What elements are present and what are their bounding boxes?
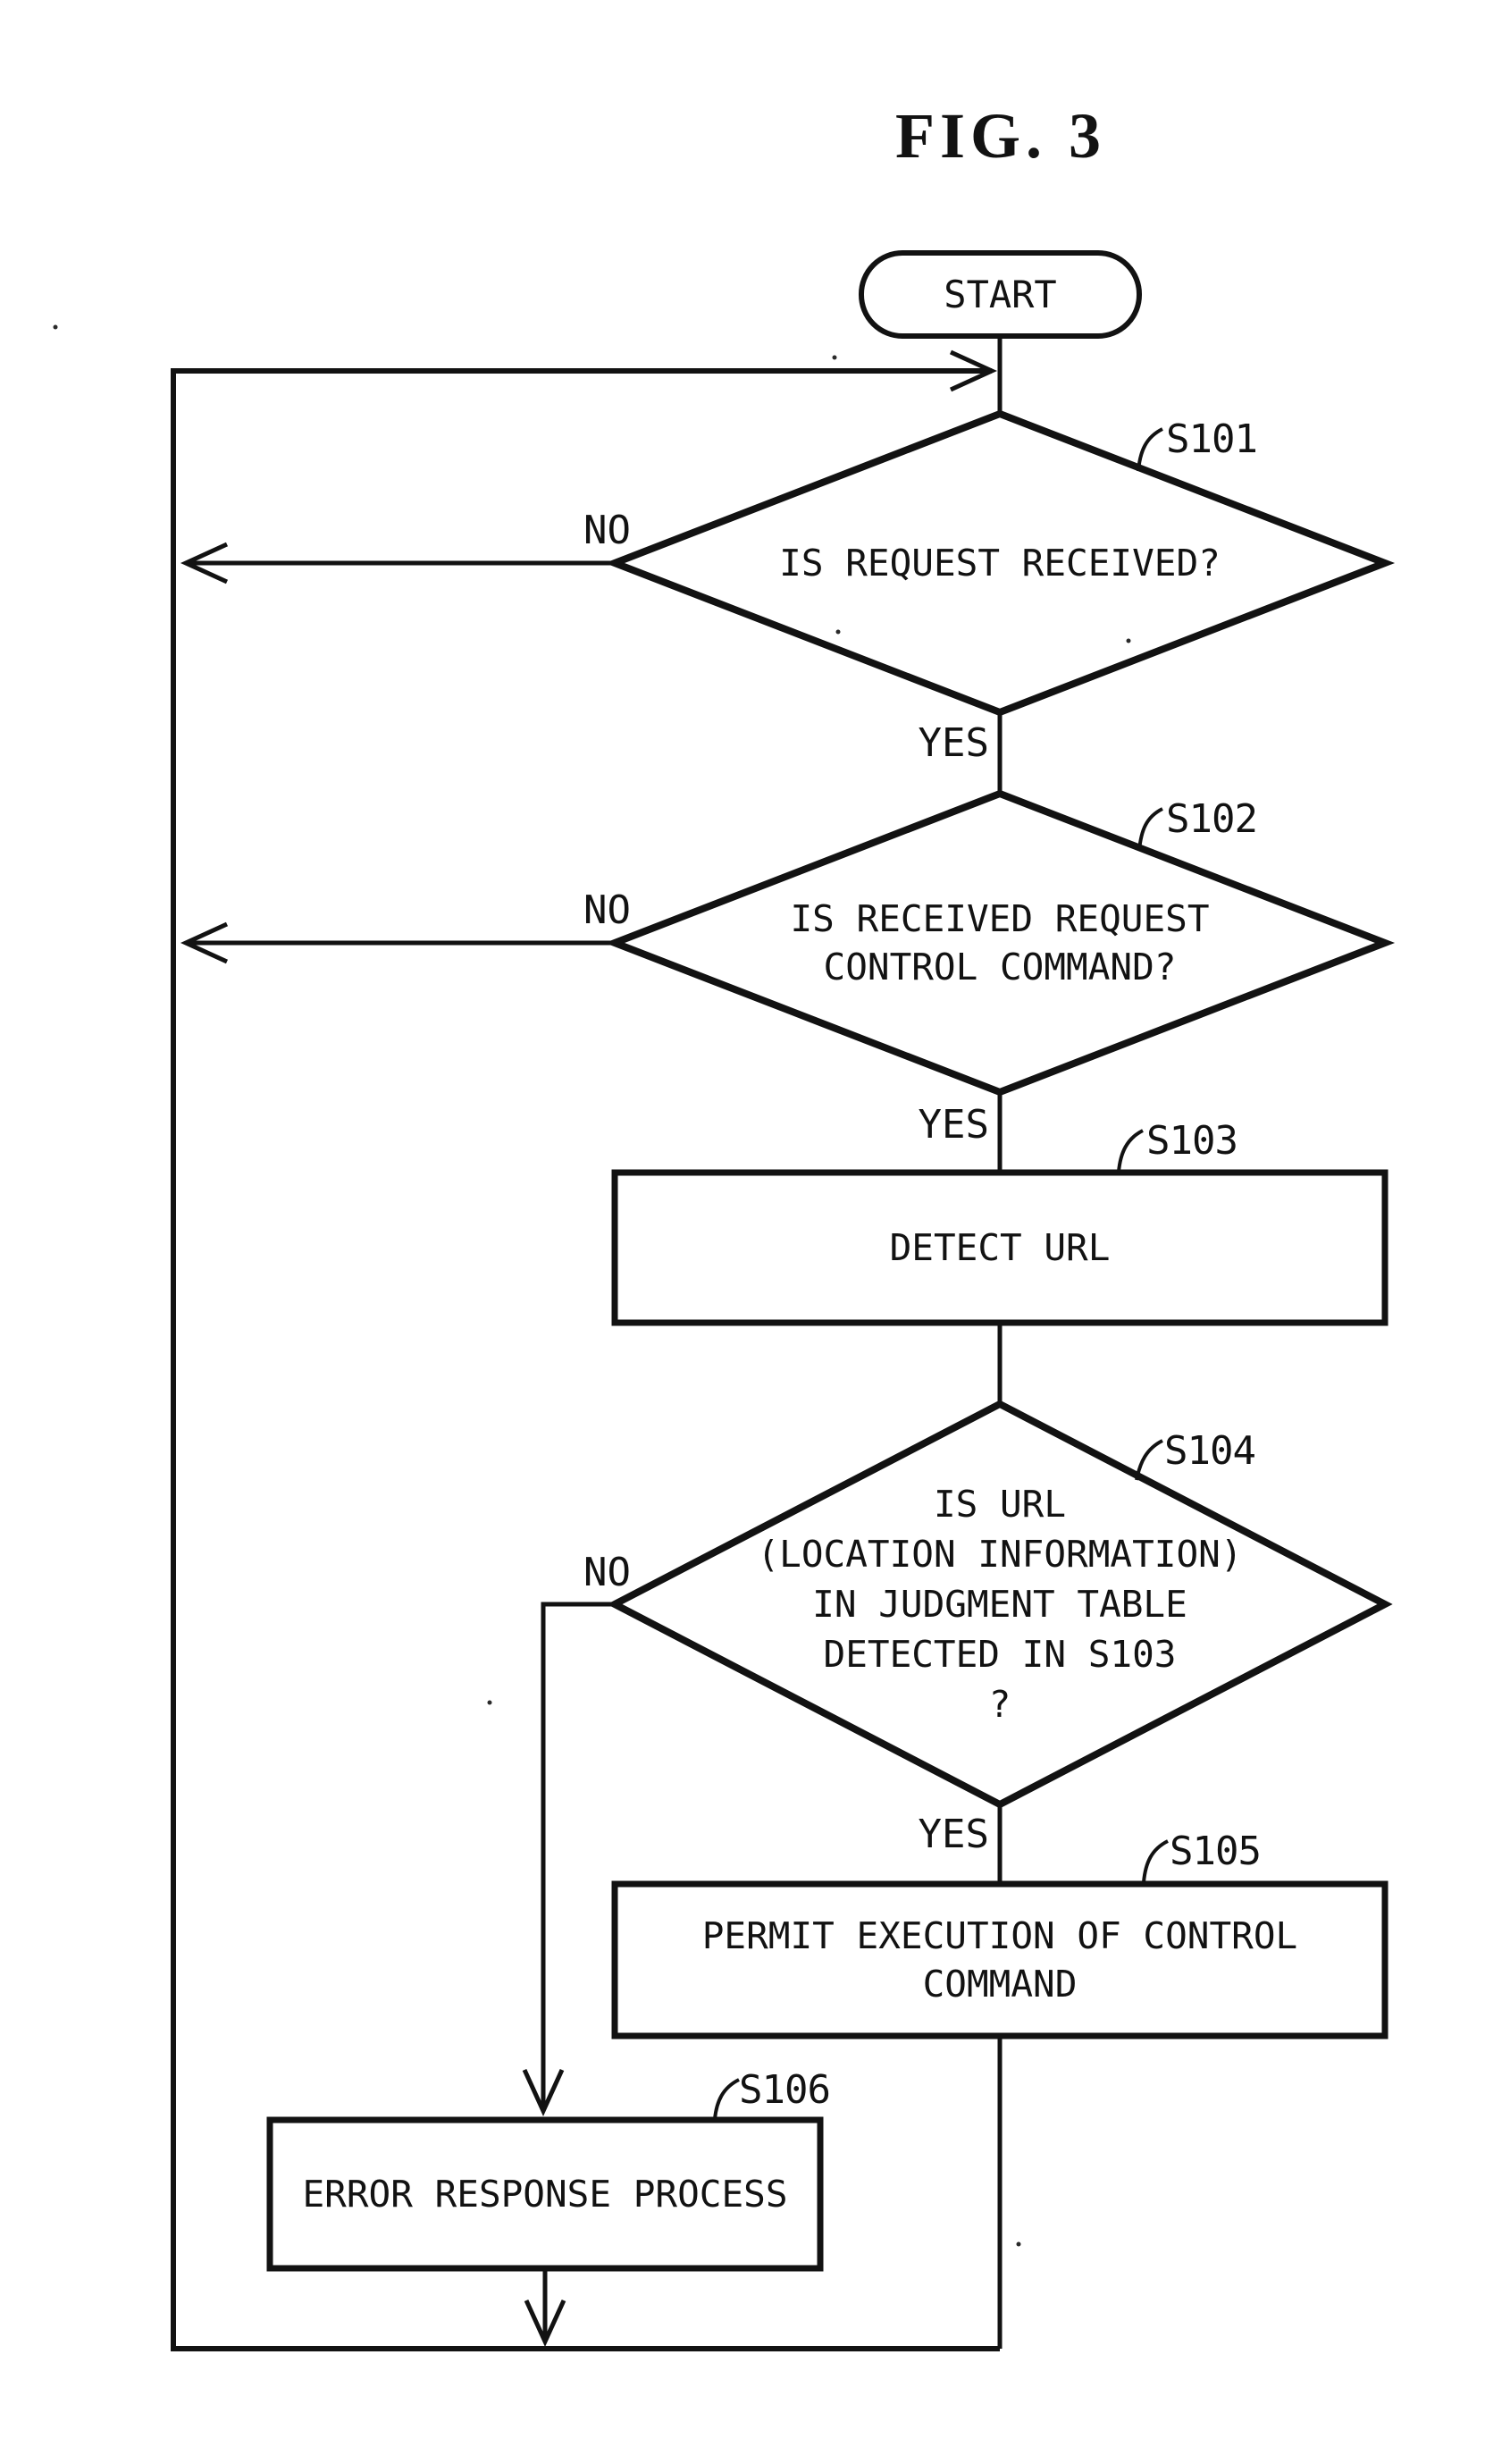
- leader-s104: [1135, 1439, 1163, 1481]
- process-s103-shape: [611, 1169, 1389, 1326]
- leader-lines: [713, 427, 1169, 2120]
- figure-title: FIG. 3: [894, 100, 1106, 172]
- step-label-s106: S106: [739, 2067, 831, 2113]
- connector-s102-no: [180, 921, 617, 964]
- decision-s102-line2: CONTROL COMMAND?: [823, 946, 1177, 988]
- step-label-s103: S103: [1146, 1118, 1238, 1164]
- leader-s102: [1137, 807, 1163, 852]
- process-s105-text: PERMIT EXECUTION OF CONTROL COMMAND: [615, 1884, 1385, 2036]
- process-s105-line2: COMMAND: [922, 1963, 1078, 2006]
- decision-s102-line1: IS RECEIVED REQUEST: [790, 897, 1210, 940]
- arrowhead-s101-no: [180, 542, 229, 584]
- decision-s104-line4: DETECTED IN S103: [823, 1633, 1177, 1676]
- leader-s101: [1137, 427, 1163, 472]
- step-label-s102: S102: [1166, 796, 1258, 842]
- branch-label-s104-no: NO: [583, 1550, 631, 1595]
- branch-label-s104-yes: YES: [918, 1812, 989, 1857]
- arrowhead-into-main-axis: [949, 349, 998, 392]
- decision-s104-text: IS URL (LOCATION INFORMATION) IN JUDGMEN…: [615, 1479, 1385, 1729]
- connector-s104-no-to-s106: [522, 1602, 618, 2117]
- scan-noise: [53, 324, 1131, 2247]
- start-terminator-shape: [859, 250, 1142, 339]
- feedback-loop-rail: [171, 368, 1000, 2351]
- decision-s104-line5: ?: [988, 1683, 1011, 1726]
- leader-s105: [1142, 1839, 1169, 1883]
- arrowhead-s102-no: [180, 921, 229, 964]
- decision-s101-text: IS REQUEST RECEIVED?: [779, 542, 1221, 584]
- leader-s103: [1117, 1129, 1144, 1173]
- arrowhead-into-merge-line: [524, 2299, 566, 2348]
- step-label-s104: S104: [1164, 1428, 1256, 1474]
- decision-s104-line2: (LOCATION INFORMATION): [757, 1533, 1243, 1576]
- branch-label-s101-yes: YES: [918, 720, 989, 766]
- connector-s101-no: [180, 542, 617, 584]
- decision-s102-text: IS RECEIVED REQUEST CONTROL COMMAND?: [615, 895, 1385, 991]
- decision-s104-shape: [607, 1400, 1393, 1809]
- connector-s106-to-merge: [524, 2268, 566, 2348]
- process-s105-shape: [611, 1880, 1389, 2039]
- decision-s104-line3: IN JUDGMENT TABLE: [812, 1583, 1187, 1626]
- branch-label-s102-no: NO: [583, 887, 631, 933]
- leader-s106: [713, 2078, 740, 2120]
- branch-label-s101-no: NO: [583, 508, 631, 553]
- decision-s102-shape: [604, 789, 1396, 1097]
- decision-s104-line1: IS URL: [933, 1483, 1067, 1526]
- process-s105-line1: PERMIT EXECUTION OF CONTROL: [701, 1914, 1298, 1957]
- arrowhead-into-s106: [522, 2068, 565, 2117]
- start-terminator-label: START: [944, 272, 1057, 316]
- process-s106-shape: [266, 2116, 824, 2272]
- decision-s101-shape: [604, 409, 1396, 717]
- branch-label-s102-yes: YES: [918, 1102, 989, 1148]
- step-label-s105: S105: [1170, 1829, 1262, 1874]
- process-s103-text: DETECT URL: [889, 1226, 1111, 1269]
- step-label-s101: S101: [1166, 416, 1258, 462]
- process-s106-text: ERROR RESPONSE PROCESS: [302, 2173, 788, 2216]
